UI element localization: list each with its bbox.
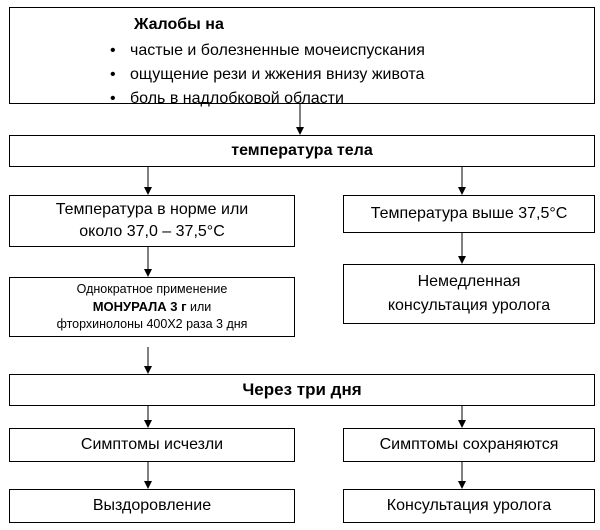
symptoms-gone-label: Симптомы исчезли xyxy=(80,436,224,453)
treatment-box: Однократное применение МОНУРАЛА 3 г или … xyxy=(9,277,295,337)
complaints-list: частые и болезненные мочеиспускания ощущ… xyxy=(110,39,425,111)
after-three-days-label: Через три дня xyxy=(242,380,362,399)
treatment-line2-rest: или xyxy=(186,300,212,314)
urologist-consult-box: Консультация уролога xyxy=(343,489,595,523)
temperature-normal-box: Температура в норме или около 37,0 – 37,… xyxy=(9,195,295,247)
complaint-item: частые и болезненные мочеиспускания xyxy=(110,39,425,63)
symptoms-persist-box: Симптомы сохраняются xyxy=(343,428,595,462)
urologist-immediate-line2: консультация уролога xyxy=(387,297,551,314)
body-temperature-box: температура тела xyxy=(9,135,595,167)
temperature-high-label: Температура выше 37,5°С xyxy=(370,205,568,222)
complaint-item: боль в надлобковой области xyxy=(110,87,425,111)
treatment-line2: МОНУРАЛА 3 г или xyxy=(57,298,248,316)
complaint-item: ощущение рези и жжения внизу живота xyxy=(110,63,425,87)
complaints-box: Жалобы на частые и болезненные мочеиспус… xyxy=(9,7,595,107)
after-three-days-box: Через три дня xyxy=(9,374,595,406)
recovery-box: Выздоровление xyxy=(9,489,295,523)
symptoms-gone-box: Симптомы исчезли xyxy=(9,428,295,462)
treatment-line1: Однократное применение xyxy=(76,282,228,296)
urologist-immediate-line1: Немедленная xyxy=(417,273,521,290)
temperature-normal-line1: Температура в норме или xyxy=(55,201,249,218)
body-temperature-label: температура тела xyxy=(231,142,373,159)
urologist-consult-label: Консультация уролога xyxy=(386,497,552,514)
temperature-normal-line2: около 37,0 – 37,5°С xyxy=(79,223,225,240)
recovery-label: Выздоровление xyxy=(92,497,212,514)
symptoms-persist-label: Симптомы сохраняются xyxy=(379,436,559,453)
treatment-line3: фторхинолоны 400Х2 раза 3 дня xyxy=(56,317,248,331)
treatment-drug-name: МОНУРАЛА 3 г xyxy=(92,299,187,314)
urologist-immediate-box: Немедленная консультация уролога xyxy=(343,264,595,324)
complaints-title: Жалобы на xyxy=(134,16,224,33)
temperature-high-box: Температура выше 37,5°С xyxy=(343,195,595,233)
